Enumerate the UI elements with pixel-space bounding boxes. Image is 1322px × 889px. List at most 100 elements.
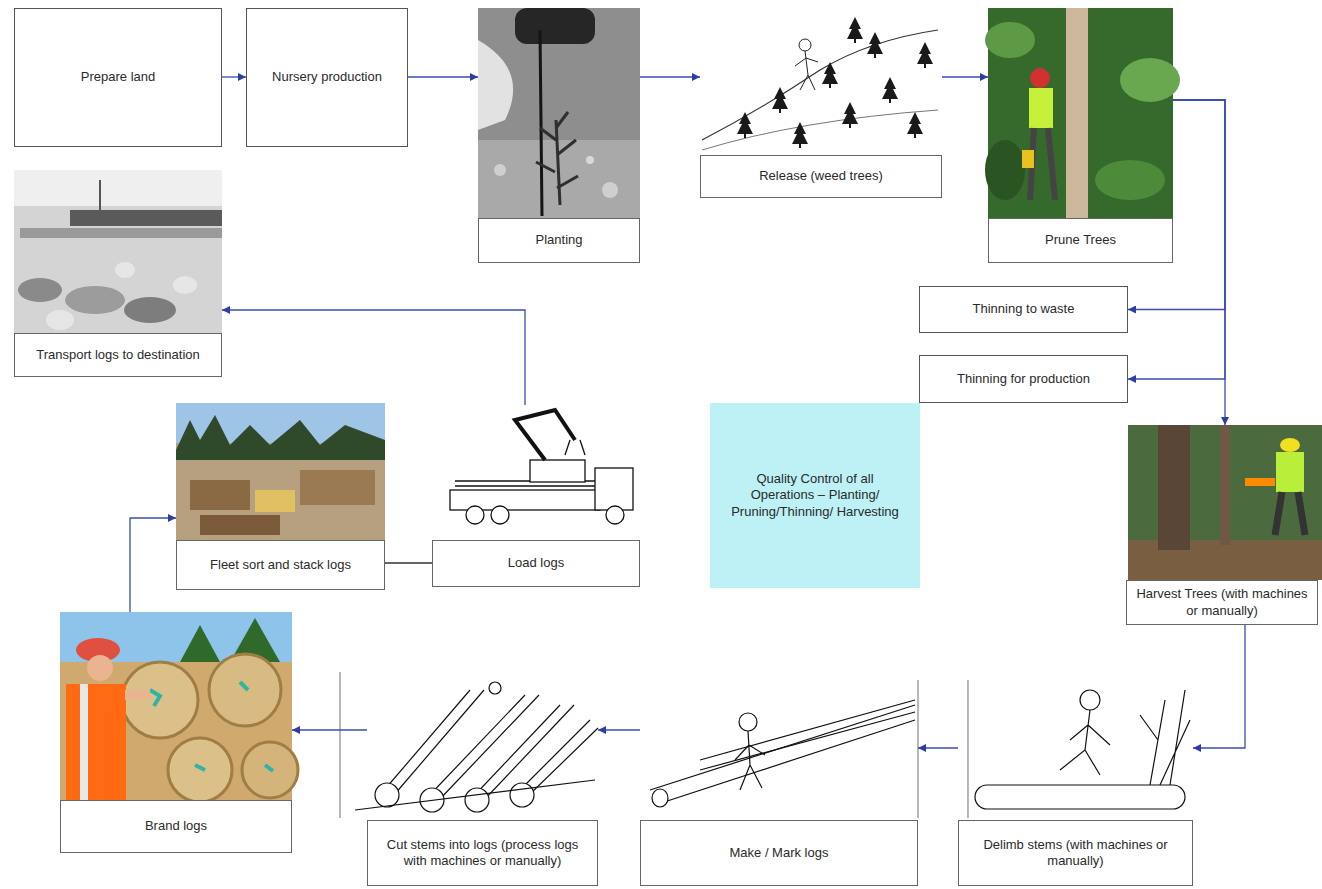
release-sketch-part [772,87,788,113]
delimb-sketch-part [1140,690,1190,785]
loader-truck-sketch-part [491,506,509,524]
planting-photo [478,8,640,218]
loader-truck-sketch-part [595,468,633,510]
planting-photo-part [540,30,542,216]
label-box: Load logs [432,540,640,587]
step-label: Nursery production [272,69,382,85]
release-sketch-part [842,102,858,128]
cut-stems-sketch-part [355,780,595,810]
prune-photo-part [1120,58,1180,102]
release-sketch-part [792,122,808,148]
loader-truck-sketch-part [466,506,484,524]
step-label: Quality Control of all Operations – Plan… [724,471,906,520]
picture-area [1126,425,1318,580]
process-step: Planting [478,8,640,263]
flow-arrow [640,76,700,77]
cut-stems-sketch-part [510,783,534,807]
fleet-photo-part [190,480,250,510]
step-label: Cut stems into logs (process logs with m… [374,837,591,870]
fleet-photo-part [300,470,375,505]
process-step: Brand logs [60,612,292,853]
flow-arrow [598,729,640,730]
prune-photo-part [1095,160,1165,200]
release-sketch-part [702,110,938,150]
planting-photo-part [478,40,513,130]
cut-stems-sketch [340,672,598,818]
brand-photo-part [66,684,126,800]
prune-photo-part [985,140,1025,200]
label-box: Cut stems into logs (process logs with m… [367,820,598,886]
harvest-photo-part [1158,425,1190,550]
transport-photo-part [70,210,222,226]
brand-photo-part [180,618,280,662]
make-mark-sketch-part [739,713,757,731]
delimb-sketch-part [1060,710,1110,775]
label-box: Make / Mark logs [640,820,918,886]
delimb-sketch-part [1080,690,1100,710]
planting-photo-part [494,164,506,176]
process-step: Cut stems into logs (process logs with m… [367,680,598,886]
release-sketch-part [737,112,753,138]
make-mark-sketch-part [650,705,915,805]
step-label: Delimb stems (with machines or manually) [965,837,1186,870]
flow-arrow [130,518,176,612]
brand-photo-part [122,662,198,738]
step-label: Make / Mark logs [730,845,829,861]
brand-photo-part [125,690,150,700]
release-sketch [700,8,942,155]
harvest-photo-part [1280,438,1300,452]
brand-photo-part [168,738,232,802]
step-label: Prune Trees [1045,232,1116,248]
brand-photo-part [60,612,292,662]
process-step: Transport logs to destination [14,170,222,377]
transport-photo-part [20,228,222,238]
flow-arrow [942,76,988,77]
label-box: Fleet sort and stack logs [176,540,385,590]
picture-area [478,8,640,218]
cut-stems-sketch-part [339,672,340,818]
loader-truck-sketch-part [530,460,585,482]
picture-area [988,8,1173,218]
delimb-sketch [968,680,1190,818]
prune-photo-part [1022,150,1034,168]
process-step: Delimb stems (with machines or manually) [958,680,1193,886]
fleet-photo-part [200,515,280,535]
prune-photo-part [1030,68,1050,88]
harvest-photo [1128,425,1322,580]
transport-photo-part [14,170,222,206]
flow-arrow [1193,625,1245,748]
release-sketch-part [799,39,811,51]
label-box: Transport logs to destination [14,333,222,377]
planting-photo-part [515,8,595,44]
flow-arrow [408,76,478,77]
picture-area [432,405,640,540]
release-sketch-part [882,77,898,103]
step-label: Planting [536,232,583,248]
label-box: Planting [478,218,640,263]
transport-photo-part [18,278,62,302]
brand-photo-part [150,682,273,771]
fleet-photo-part [176,415,385,460]
process-box: Prepare land [14,8,222,147]
fleet-photo-part [176,403,385,540]
loader-truck-sketch-part [455,485,595,486]
delimb-sketch-part [967,680,968,818]
step-label: Fleet sort and stack logs [210,557,351,573]
transport-photo-part [46,310,74,330]
fleet-photo [176,403,385,540]
planting-photo-part [478,8,640,218]
loader-truck-sketch-part [565,440,585,455]
step-label: Prepare land [81,69,155,85]
step-label: Release (weed trees) [759,168,883,184]
transport-photo-part [115,262,135,278]
prune-photo [985,8,1180,218]
process-step: Prune Trees [988,8,1173,263]
harvest-photo-part [1276,452,1304,492]
step-label: Thinning for production [957,371,1090,387]
release-sketch-part [917,42,933,68]
connector-line [385,562,432,563]
release-sketch-part [847,17,863,43]
transport-photo-part [99,180,101,215]
step-label: Harvest Trees (with machines or manually… [1133,586,1311,619]
planting-photo-part [536,112,578,205]
